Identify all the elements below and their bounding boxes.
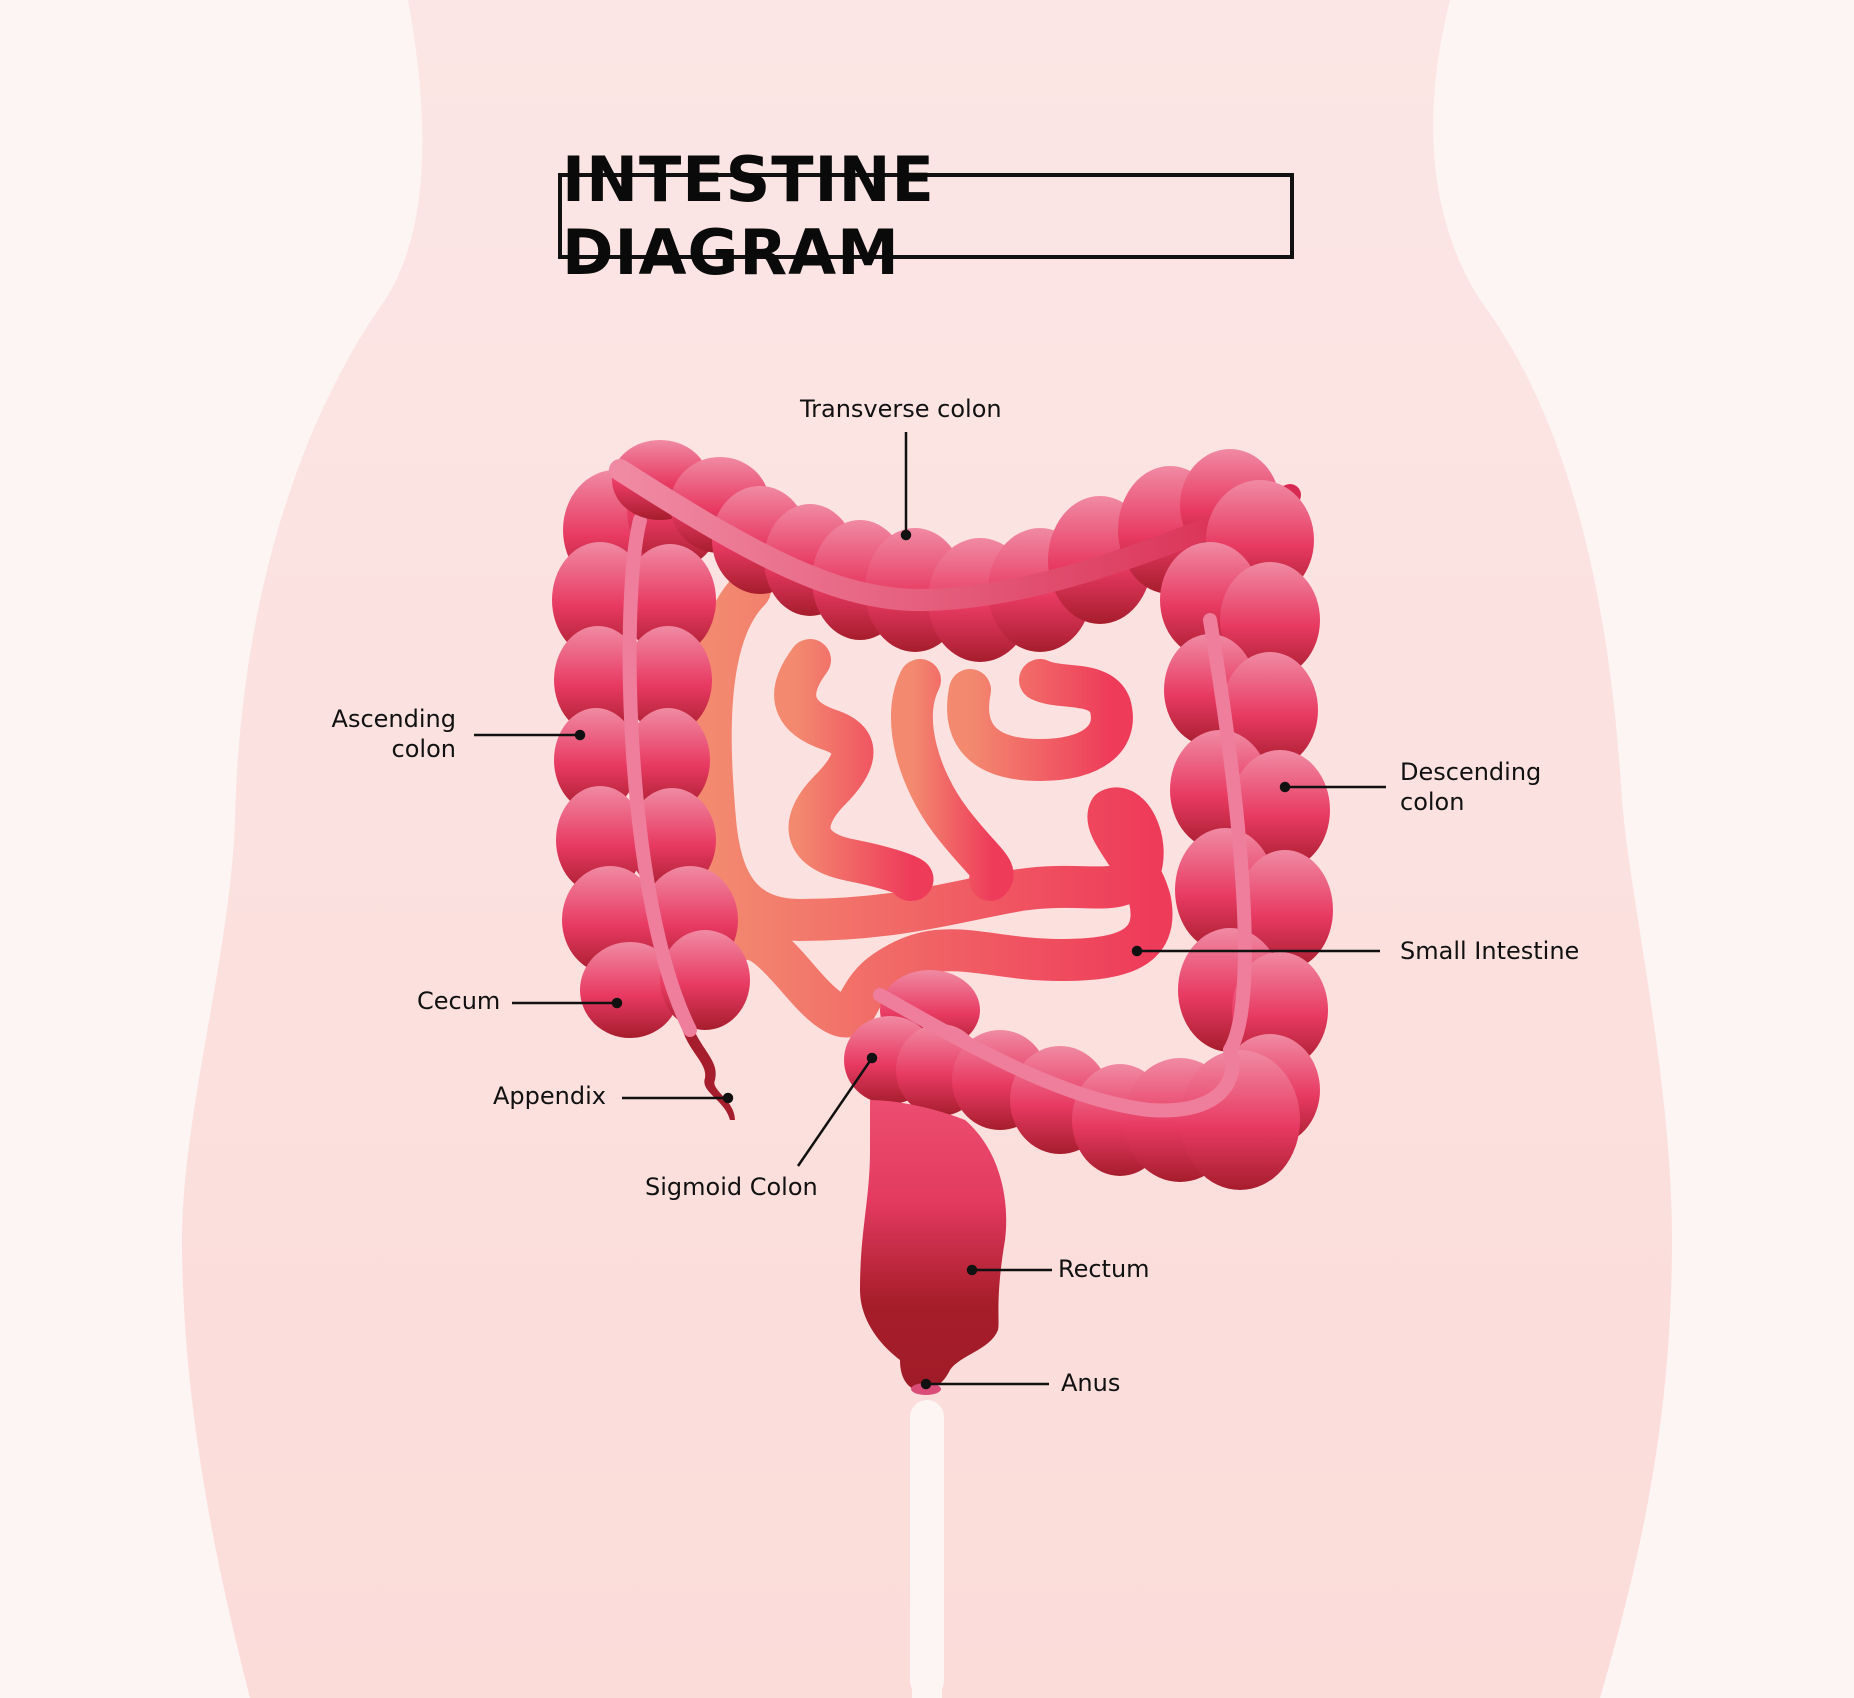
appendix	[680, 1020, 735, 1120]
page-title: INTESTINE DIAGRAM	[562, 143, 935, 289]
title-box: INTESTINE DIAGRAM	[558, 143, 1294, 289]
label-sigmoid-colon: Sigmoid Colon	[645, 1173, 818, 1201]
leader-lines	[474, 432, 1386, 1390]
rectum	[860, 1100, 1007, 1390]
label-appendix: Appendix	[493, 1082, 606, 1110]
ascending-colon	[552, 452, 750, 1038]
label-descending-colon-line1: Descending	[1400, 758, 1542, 786]
label-small-intestine: Small Intestine	[1400, 937, 1580, 965]
label-descending-colon-line2: colon	[1400, 788, 1465, 816]
label-transverse-colon: Transverse colon	[800, 395, 1002, 423]
label-ascending-colon-line2: colon	[391, 735, 456, 763]
label-rectum: Rectum	[1058, 1255, 1150, 1283]
label-ascending-colon-line1: Ascending	[331, 705, 456, 733]
body-silhouette	[181, 0, 1672, 1698]
label-ascending-colon: Ascending colon	[322, 704, 456, 764]
descending-colon	[1160, 480, 1333, 1146]
small-intestine	[689, 569, 1173, 1038]
label-anus: Anus	[1061, 1369, 1121, 1397]
label-descending-colon: Descending colon	[1400, 757, 1541, 817]
label-cecum: Cecum	[417, 987, 501, 1015]
